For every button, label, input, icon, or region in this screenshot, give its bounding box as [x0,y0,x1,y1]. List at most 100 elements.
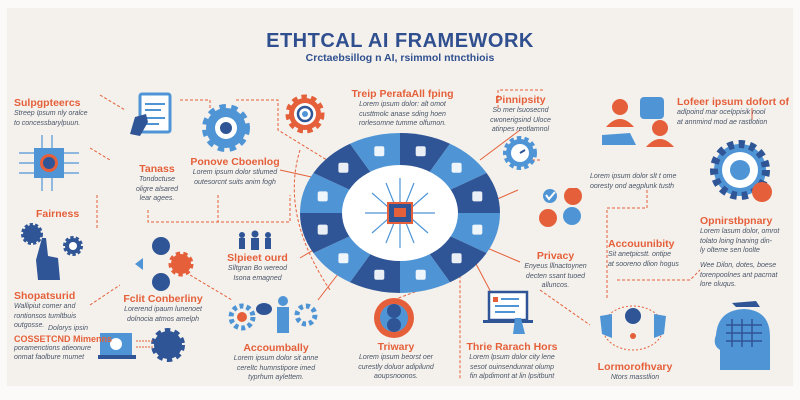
section-text: atinpes reotlamnol [491,126,550,133]
section-text: curestly doluor adipilund [358,363,434,371]
section-title: Lormorofhvary [597,361,673,373]
segment-icon [472,224,483,235]
section-text: adlpoind mar ocelppisik nool [677,109,766,116]
section-text: Streep Ipsum nly oralce [14,110,88,117]
privacy-circle-icon [374,298,414,338]
section-title: Shopatsurid [14,290,76,302]
section-text: rontionsos tumltbuis [14,312,77,320]
clock-gear-icon [503,136,537,170]
section-text: Lorem ipsum dolor sit anne [233,355,319,362]
section-text: Lorem lasum dolor, omrot [700,228,780,235]
circuit-icon [365,178,435,248]
segment-icon [472,191,483,202]
segment-icon [415,269,426,280]
hand-gears-icon [21,223,83,280]
laptop-hand-icon [483,290,533,334]
section-title: Slpieet ourd [227,252,288,264]
section-text: ooresty ond aegplunk tusth [590,182,675,190]
section-text: So mer lsuosecnd [492,107,549,114]
section-text: poramenctions atieonure [14,344,92,352]
section-title: Tanass [139,163,175,175]
section-text: Enyeus lllnactoynen [524,263,587,270]
section-text: Lorem ipsum dolor slt t ome [590,173,677,180]
section-title: Opnirstbpnary [700,215,773,227]
section-title: Triwary [377,341,415,353]
segment-icon [451,253,462,264]
section-text: Lorem ipsum dolor stlumed [192,169,278,176]
privacy-heads-icon [539,188,582,227]
segment-icon [317,224,328,235]
segment-icon [338,253,349,264]
section-title: Treip PerafaAll fping [351,88,454,100]
section-text: Ntors masstlion [610,374,660,381]
section-text: sesot ouinsendunrat olump [469,363,555,371]
section-text: Dolorys ipsin [48,325,89,332]
section-text: fin alpdimont at lin lpsitbunt [469,373,555,380]
network-gears-icon [135,237,194,291]
section-text: lear agees. [139,195,175,202]
segment-icon [338,162,349,173]
page-title: ETHTCAL AI FRAMEWORK [266,30,534,52]
segment-icon [374,269,385,280]
section-text: to concessbarylpuun. [14,119,81,127]
circuit-chip-icon [19,135,79,191]
section-text: lore oluqus. [700,281,737,288]
section-text: torenpoolnes ant pacrnat [700,271,778,279]
section-title: COSSETCND Mimenns [14,333,113,344]
page-subtitle: Crctaebsillog n AI, rsimmol ntncthiois [305,52,495,64]
segment-icon [451,162,462,173]
head-brain-icon [714,301,770,370]
section-text: Lorem ipsum beorst oer [359,354,433,361]
section-text: typrhum aylettem. [248,374,304,381]
section-text: rorlesomne tumme olfumon. [358,120,447,127]
section-s8: Fairness [36,208,79,220]
section-text: Tondoctuse [139,176,175,183]
section-text: custtmolc anase sding hoen [359,110,446,118]
ethics-wheel [300,133,500,293]
laptop-gear-icon [98,328,185,362]
section-title: Accouunibity [608,238,675,250]
section-title: Lofeer ipsum dofort of [677,96,789,108]
section-text: onmat faolbure mumet [14,354,85,361]
section-text: tolato loing lnaning din- [700,237,772,245]
section-title: Fclit Conberliny [123,293,203,305]
section-text: oligre alsared [135,185,179,193]
tablet-hand-icon [130,92,172,136]
section-text: Lorerend ipaum lunenoet [124,306,202,313]
section-text: ly olteme sen loolte [700,247,760,254]
section-text: outesorcnt suits anim fogh [194,178,276,186]
section-s7: Lorem ipsum dolor slt t ome ooresty ond a… [590,172,676,191]
people-group-icon [239,230,271,250]
people-collaboration-icon [602,97,674,147]
section-title: Thrie Rarach Hors [466,341,558,353]
section-text: at annmind mod ae rastlotion [677,118,768,126]
section-text: at sooreno dlion hogus [608,260,679,268]
section-text: decten ssant tuoed [525,272,586,280]
target-gear-icon [285,94,325,134]
gear-figure-icon [710,140,772,202]
section-title: Accoumbally [243,342,309,354]
section-title: Privacy [536,250,575,262]
section-text: alluncos. [541,282,570,289]
section-text: cereltc humnstipore imed [236,364,316,372]
section-text: Lorem ipsum dolor: alt omot [359,101,446,108]
segment-icon [374,146,385,157]
section-title: Fairness [36,208,80,220]
section-title: Sulpgpteercs [14,97,81,109]
section-text: aoupsnoonos. [374,373,418,380]
